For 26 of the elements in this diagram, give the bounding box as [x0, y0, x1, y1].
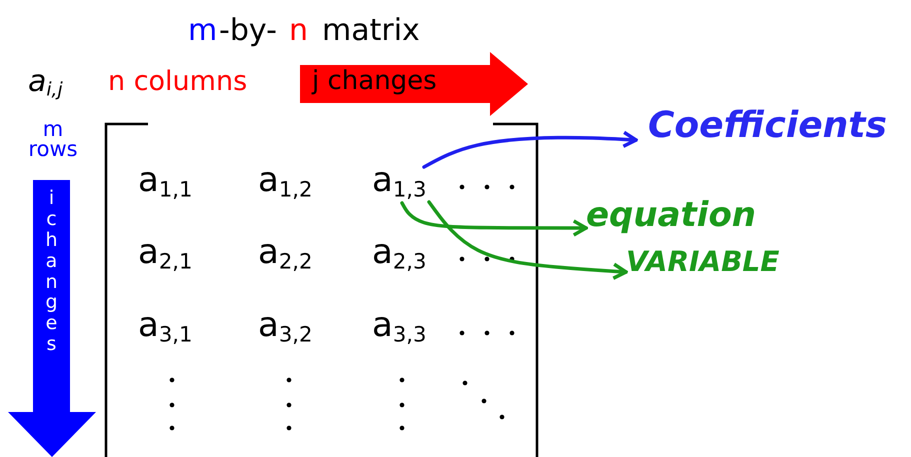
title-text: matrix — [322, 16, 420, 46]
matrix-entry: a$_{2,1}$ — [138, 235, 192, 272]
hand-drawn-arrow — [422, 130, 638, 169]
title-text: m — [188, 16, 218, 46]
matrix-entry: a$_{1,3}$ — [372, 163, 432, 201]
handwritten-label: Coefficients — [648, 108, 906, 154]
matrix-entry: a$_{3,3}$ — [372, 308, 426, 344]
matrix-entry: a$_{1,2}$ — [258, 163, 312, 200]
rows-label: m rows — [27, 120, 79, 160]
hand-drawn-arrow — [400, 201, 588, 237]
title-text: n — [289, 16, 308, 46]
arrow-label: i changes — [44, 188, 59, 356]
title-text: -by- — [219, 16, 277, 46]
columns-label: n columns — [108, 68, 248, 95]
handwritten-label: VARIABLE — [626, 248, 786, 282]
entry-symbol: a$_{i,j}$ — [28, 67, 63, 100]
arrow-shape — [300, 52, 528, 116]
handwritten-label: equation — [586, 198, 756, 242]
matrix-entry: a$_{1,1}$ — [138, 163, 192, 200]
hand-drawn-arrow — [427, 200, 628, 280]
matrix-entry: a$_{2,2}$ — [258, 235, 312, 272]
arrow-shape — [8, 180, 96, 457]
matrix-entry: a$_{3,2}$ — [258, 308, 312, 344]
arrow-label: j changes — [312, 68, 437, 94]
matrix-entry: a$_{2,3}$ — [372, 235, 426, 272]
matrix-entry: a$_{3,1}$ — [138, 308, 192, 344]
